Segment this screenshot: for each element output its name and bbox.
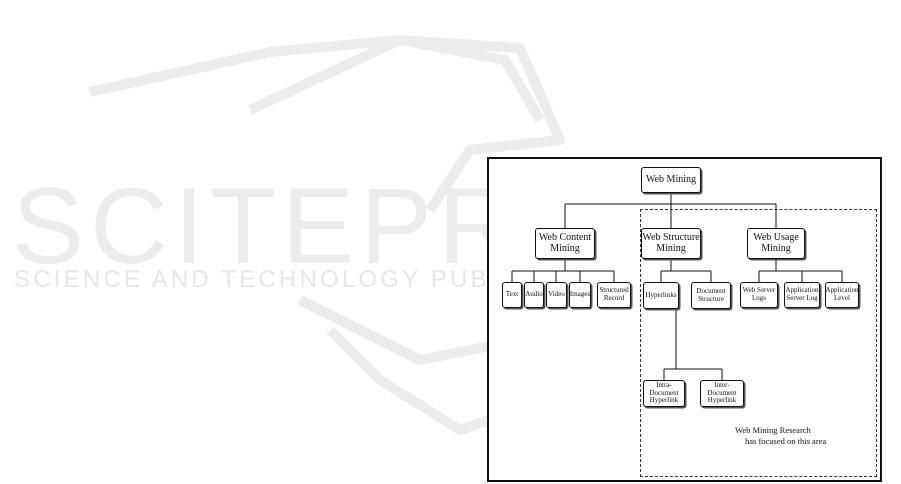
node-web-server-logs: Web Server Logs — [740, 282, 778, 308]
node-intra-document-hyperlink: Intra-Document Hyperlink — [643, 380, 685, 407]
note-line-2: has focused on this area — [745, 436, 827, 447]
node-document-structure: Document Structure — [691, 282, 731, 309]
node-images: Images — [569, 282, 591, 308]
research-focus-area — [640, 209, 877, 477]
node-text: Text — [502, 282, 522, 308]
note-line-1: Web Mining Research — [735, 425, 811, 435]
node-web-mining: Web Mining — [641, 167, 701, 193]
node-hyperlinks: Hyperlinks — [643, 282, 679, 309]
node-video: Video — [546, 282, 567, 308]
node-web-structure-mining: Web Structure Mining — [641, 228, 701, 259]
node-application-server-log: Application Server Log — [784, 282, 820, 308]
node-inter-document-hyperlink: Inter-Document Hyperlink — [700, 380, 744, 407]
node-application-level: Application Level — [825, 282, 859, 308]
node-structured-record: Structured Record — [597, 282, 631, 308]
node-audio: Audio — [524, 282, 544, 308]
web-mining-diagram: Web Mining Web Content Mining Web Struct… — [487, 157, 882, 482]
node-web-content-mining: Web Content Mining — [535, 228, 595, 259]
node-web-usage-mining: Web Usage Mining — [747, 228, 805, 259]
research-focus-note: Web Mining Research has focused on this … — [735, 425, 855, 447]
diagram-connectors — [511, 193, 843, 380]
